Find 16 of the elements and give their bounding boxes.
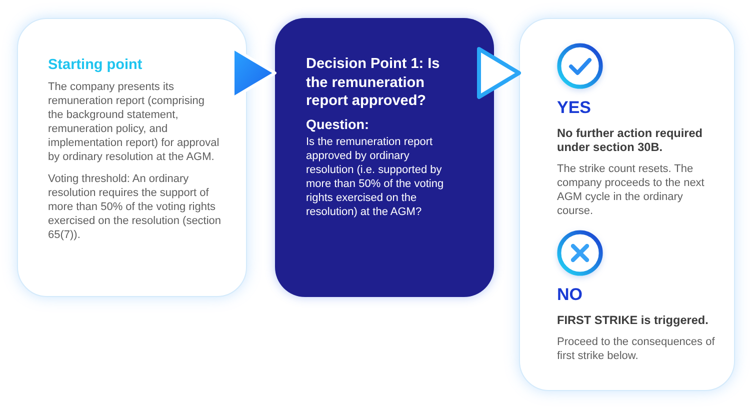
card-text: The company presents its remuneration report (comprising the background statement, remuneration policy, and implementation report) for approval by ordinary resolution at the AGM. (48, 80, 220, 164)
outcome-label: YES (557, 98, 592, 118)
card-text: Voting threshold: An ordinary resolution requires the support of more than 50% of the voting rights exercised on the resolution (section 65(7)). (48, 172, 222, 242)
card-text: Proceed to the consequences of first strike below. (557, 335, 716, 363)
outcome-label: NO (557, 285, 584, 305)
arrow (477, 47, 521, 99)
question-heading: Question: (306, 116, 370, 132)
card-heading: Starting point (48, 56, 144, 74)
decision-card (275, 18, 494, 297)
card-heading: Decision Point 1: Is the remuneration report approved? (306, 55, 441, 110)
outcome-summary: FIRST STRIKE is triggered. (557, 313, 710, 327)
card-text: The strike count resets. The company proceeds to the next AGM cycle in the ordinary course. (557, 162, 706, 218)
outcome-summary: No further action required under section 30B. (557, 126, 704, 154)
outcome-card (519, 18, 735, 391)
card-text: Is the remuneration report approved by ordinary resolution (i.e. supported by more than 50% of the voting rights exercised on the resolution) at the AGM? (306, 134, 445, 218)
info-card (17, 18, 247, 297)
